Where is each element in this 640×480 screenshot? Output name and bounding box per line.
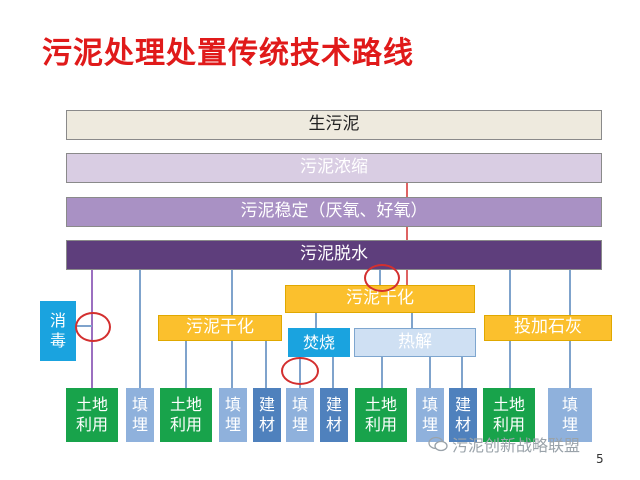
outcome-land-use-3: 土地 利用 [355, 388, 407, 442]
pyrolysis-process: 热解 [354, 328, 476, 357]
outcome-landfill-1: 填 埋 [126, 388, 154, 442]
incineration-process: 焚烧 [288, 328, 350, 357]
outcome-building-material-3: 建 材 [449, 388, 477, 442]
outcome-landfill-3: 填 埋 [286, 388, 314, 442]
outcome-landfill-2: 填 埋 [219, 388, 247, 442]
outcome-land-use-4: 土地 利用 [483, 388, 535, 442]
stabilization-stage: 污泥稳定（厌氧、好氧） [66, 197, 602, 227]
highlight-circle-drying-branch [364, 264, 400, 292]
lime-addition-process: 投加石灰 [484, 315, 612, 341]
outcome-building-material-1: 建 材 [253, 388, 281, 442]
dewatering-stage: 污泥脱水 [66, 240, 602, 270]
outcome-land-use-1: 土地 利用 [66, 388, 118, 442]
outcome-landfill-4: 填 埋 [416, 388, 444, 442]
disinfection-process: 消 毒 [40, 301, 76, 361]
outcome-landfill-5: 填 埋 [548, 388, 592, 442]
page-number: 5 [596, 452, 604, 466]
outcome-land-use-2: 土地 利用 [160, 388, 212, 442]
page-title: 污泥处理处置传统技术路线 [42, 36, 414, 71]
drying-left-process: 污泥干化 [158, 315, 282, 341]
wechat-icon [428, 436, 448, 452]
highlight-circle-incineration [281, 357, 319, 385]
outcome-building-material-2: 建 材 [320, 388, 348, 442]
thickening-stage: 污泥浓缩 [66, 153, 602, 183]
raw-sludge-stage: 生污泥 [66, 110, 602, 140]
watermark-text: 污泥创新战略联盟 [452, 436, 581, 455]
highlight-circle-disinfection [75, 312, 111, 342]
